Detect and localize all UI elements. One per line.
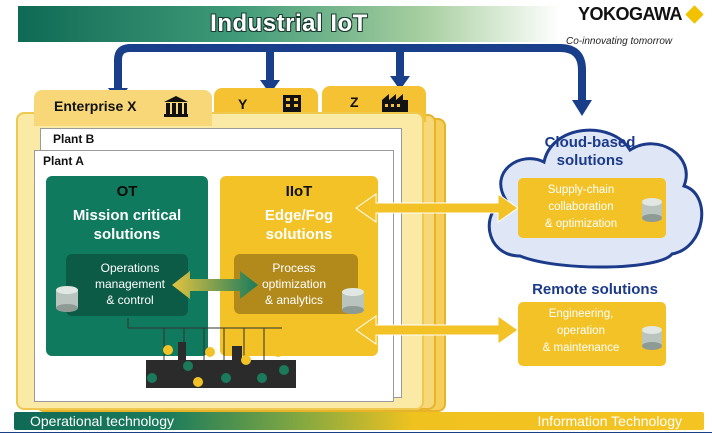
enterprise-y-label: Y	[238, 96, 248, 112]
supply-chain-box	[518, 178, 666, 238]
bottom-divider	[0, 432, 712, 433]
remote-line1: Engineering,	[548, 308, 614, 320]
ot-subtitle-line1: Mission critical	[72, 207, 182, 224]
proc-line2: optimization	[261, 277, 327, 291]
database-icon	[342, 288, 364, 314]
supply-line2: collaboration	[548, 201, 614, 213]
database-icon	[642, 198, 662, 222]
plant-b-label: Plant B	[53, 132, 95, 146]
operations-box	[66, 254, 188, 316]
footer-ot-label: Operational technology	[30, 413, 174, 429]
factory-icon	[382, 94, 408, 113]
cloud-title-line1: Cloud-based	[544, 134, 636, 151]
bank-building-icon	[164, 96, 188, 117]
enterprise-z-label: Z	[350, 94, 359, 110]
iiot-subtitle-line2: solutions	[265, 226, 333, 243]
proc-line3: & analytics	[264, 293, 324, 307]
supply-chain-text: Supply-chain collaboration & optimizatio…	[526, 182, 636, 233]
iiot-subtitle-line1: Edge/Fog	[264, 207, 334, 224]
supply-line1: Supply-chain	[547, 184, 615, 196]
supply-line3: & optimization	[544, 218, 618, 230]
field-devices-icon	[127, 318, 296, 388]
enterprise-x-tab: Enterprise X	[34, 90, 212, 126]
remote-title: Remote solutions	[532, 281, 658, 298]
ot-it-spectrum-bar	[14, 412, 704, 430]
cloud-title-line2: solutions	[556, 152, 624, 169]
ot-title: OT	[116, 183, 138, 200]
ops-line3: & control	[106, 293, 154, 307]
operations-text: Operations management & control	[80, 260, 180, 308]
brand-tagline: Co-innovating tomorrow	[566, 36, 673, 47]
iiot-subtitle: Edge/Fog solutions	[220, 206, 378, 244]
database-icon	[642, 326, 662, 350]
remote-line2: operation	[557, 325, 605, 337]
ot-subtitle-line2: solutions	[93, 226, 161, 243]
ot-subtitle: Mission critical solutions	[46, 206, 208, 244]
plant-a-label: Plant A	[43, 154, 84, 168]
proc-line1: Process	[272, 261, 316, 275]
ops-line2: management	[94, 277, 166, 291]
database-icon	[56, 286, 78, 312]
ops-line1: Operations	[100, 261, 160, 275]
remote-line3: & maintenance	[542, 342, 620, 354]
brand-logo-text: YOKOGAWA	[578, 4, 683, 24]
ot-iiot-bidirectional-arrow	[172, 271, 258, 299]
remote-text: Engineering, operation & maintenance	[526, 306, 636, 357]
enterprise-x-label: Enterprise X	[54, 98, 137, 114]
building-icon	[283, 95, 301, 115]
page-title: Industrial IoT	[210, 10, 368, 37]
iiot-title: IIoT	[285, 183, 313, 200]
title-banner	[18, 6, 560, 42]
cloud-title: Cloud-based solutions	[520, 134, 660, 170]
footer-it-label: Information Technology	[537, 413, 683, 429]
process-text: Process optimization & analytics	[246, 260, 342, 308]
remote-box	[518, 302, 666, 366]
